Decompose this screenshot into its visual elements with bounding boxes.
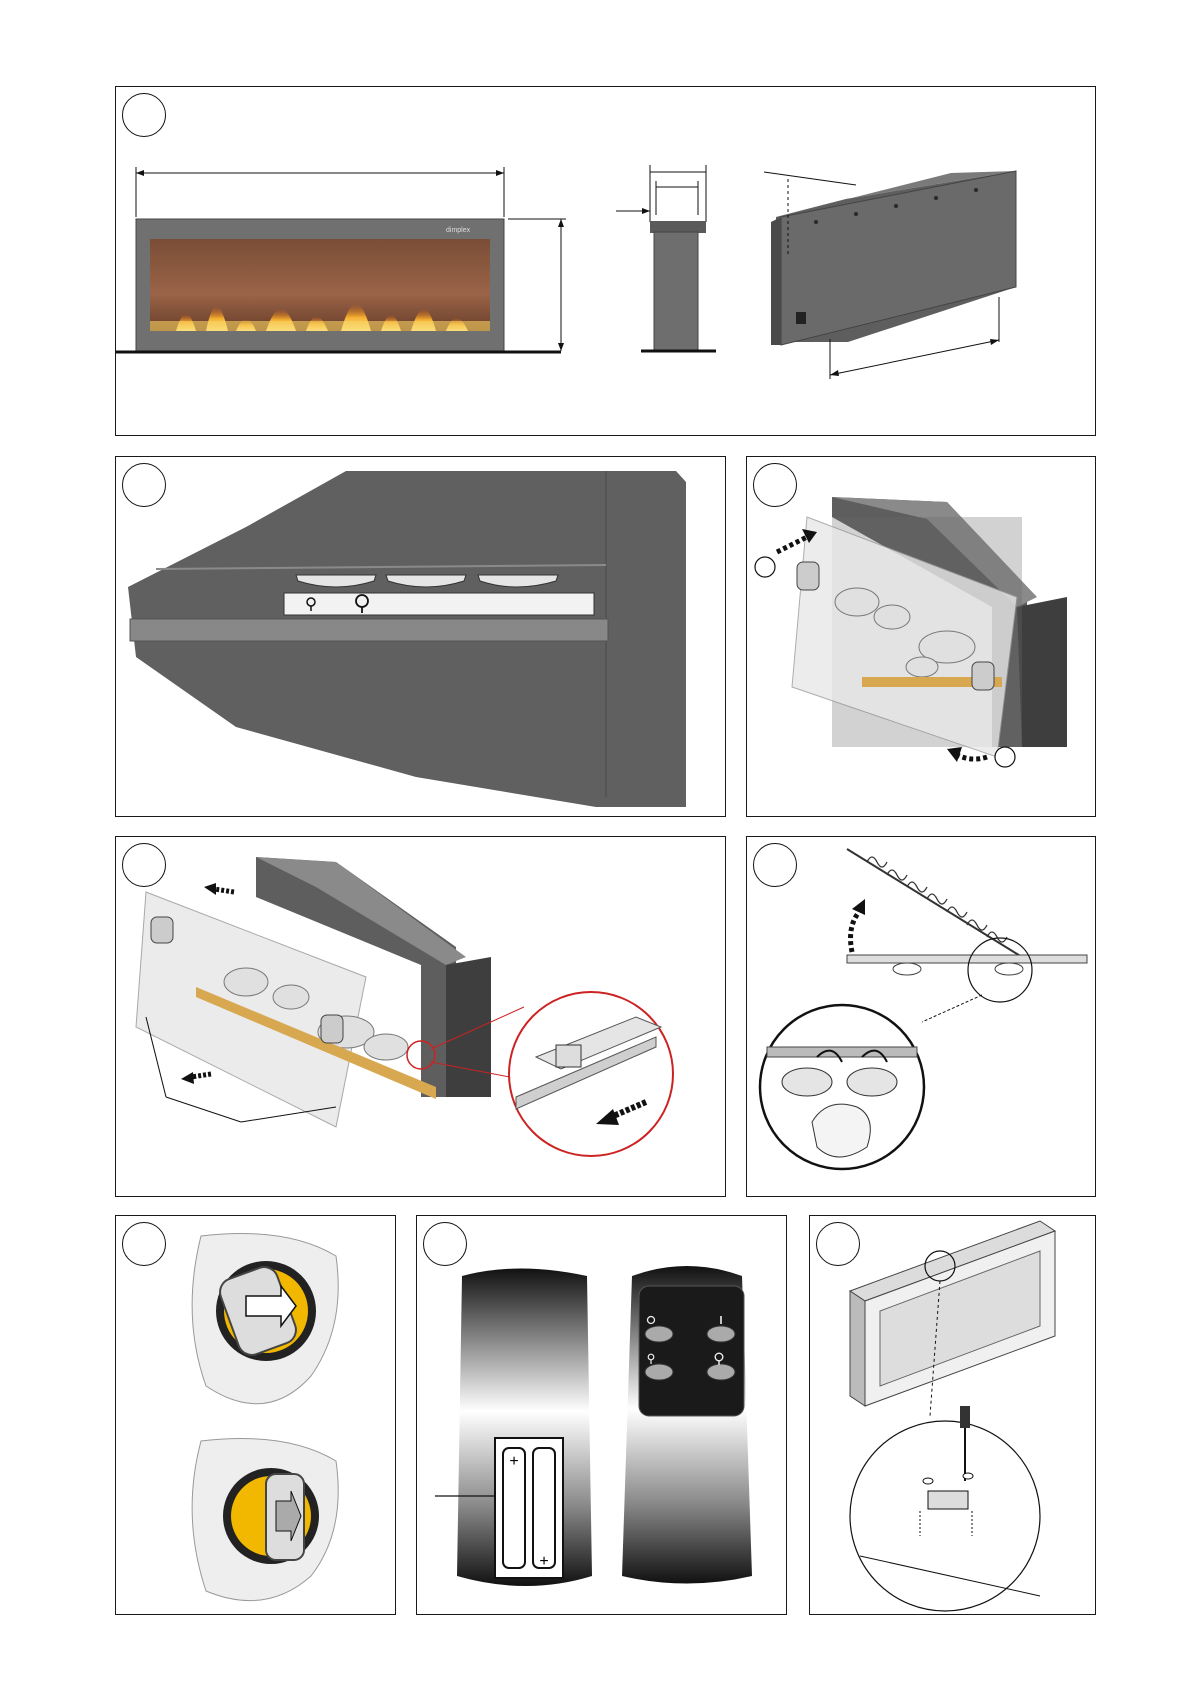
step-circle-3 bbox=[753, 463, 797, 507]
rear-view bbox=[764, 171, 1016, 379]
bulb-detail-callout bbox=[760, 1005, 924, 1169]
suction-cup-bottom-icon bbox=[192, 1439, 338, 1601]
suction-cup-icon[interactable] bbox=[151, 917, 173, 943]
side-view bbox=[616, 165, 716, 351]
battery-plus-1: + bbox=[509, 1453, 518, 1470]
log-tray-illustration bbox=[116, 837, 726, 1197]
step-circle-5 bbox=[753, 843, 797, 887]
step-circle-8 bbox=[816, 1222, 860, 1266]
arrow-left-bottom-icon bbox=[181, 1072, 211, 1084]
glass-removal-illustration bbox=[747, 457, 1096, 817]
panel-dimensions: dimplex bbox=[115, 86, 1096, 436]
hand-icon bbox=[812, 1104, 870, 1157]
button-on[interactable] bbox=[707, 1326, 735, 1342]
front-view: dimplex bbox=[116, 167, 566, 352]
panel-remote: + + bbox=[416, 1215, 787, 1615]
suction-cup-left-icon[interactable] bbox=[797, 562, 819, 590]
panel-suction-cups bbox=[115, 1215, 396, 1615]
panel-log-tray bbox=[115, 836, 726, 1197]
step-circle-7 bbox=[423, 1222, 467, 1266]
controls-illustration bbox=[116, 457, 726, 817]
svg-text:dimplex: dimplex bbox=[446, 227, 471, 234]
button-flame-high[interactable] bbox=[707, 1364, 735, 1380]
panel-wall-mount bbox=[809, 1215, 1096, 1615]
panel-bulb bbox=[746, 836, 1096, 1197]
panel-glass-removal bbox=[746, 456, 1096, 817]
mount-bracket bbox=[928, 1491, 968, 1509]
arrow-left-top-icon bbox=[204, 883, 234, 895]
detail-callout bbox=[509, 992, 673, 1156]
suction-cup-top-icon bbox=[192, 1234, 338, 1404]
button-off[interactable] bbox=[645, 1326, 673, 1342]
remote-illustration: + + bbox=[417, 1216, 787, 1615]
step-circle-4 bbox=[122, 843, 166, 887]
mount-detail-callout bbox=[850, 1406, 1040, 1611]
suction-cup-2-icon[interactable] bbox=[321, 1015, 343, 1043]
flame-effect-spindle bbox=[847, 849, 1022, 957]
panel-controls bbox=[115, 456, 726, 817]
button-flame-low[interactable] bbox=[645, 1364, 673, 1380]
battery-2-icon bbox=[533, 1448, 555, 1568]
battery-plus-2: + bbox=[539, 1553, 548, 1570]
step-circle-1 bbox=[122, 93, 166, 137]
step-circle-6 bbox=[122, 1222, 166, 1266]
bulb-illustration bbox=[747, 837, 1096, 1197]
arrow-lift-icon bbox=[851, 899, 865, 952]
wall-mount-illustration bbox=[810, 1216, 1096, 1615]
remote-front bbox=[622, 1266, 752, 1584]
suction-cups-illustration bbox=[116, 1216, 396, 1615]
remote-back: + + bbox=[435, 1269, 592, 1587]
suction-cup-right-icon[interactable] bbox=[972, 662, 994, 690]
dimensions-illustration: dimplex bbox=[116, 87, 1096, 436]
step-circle-2 bbox=[122, 463, 166, 507]
